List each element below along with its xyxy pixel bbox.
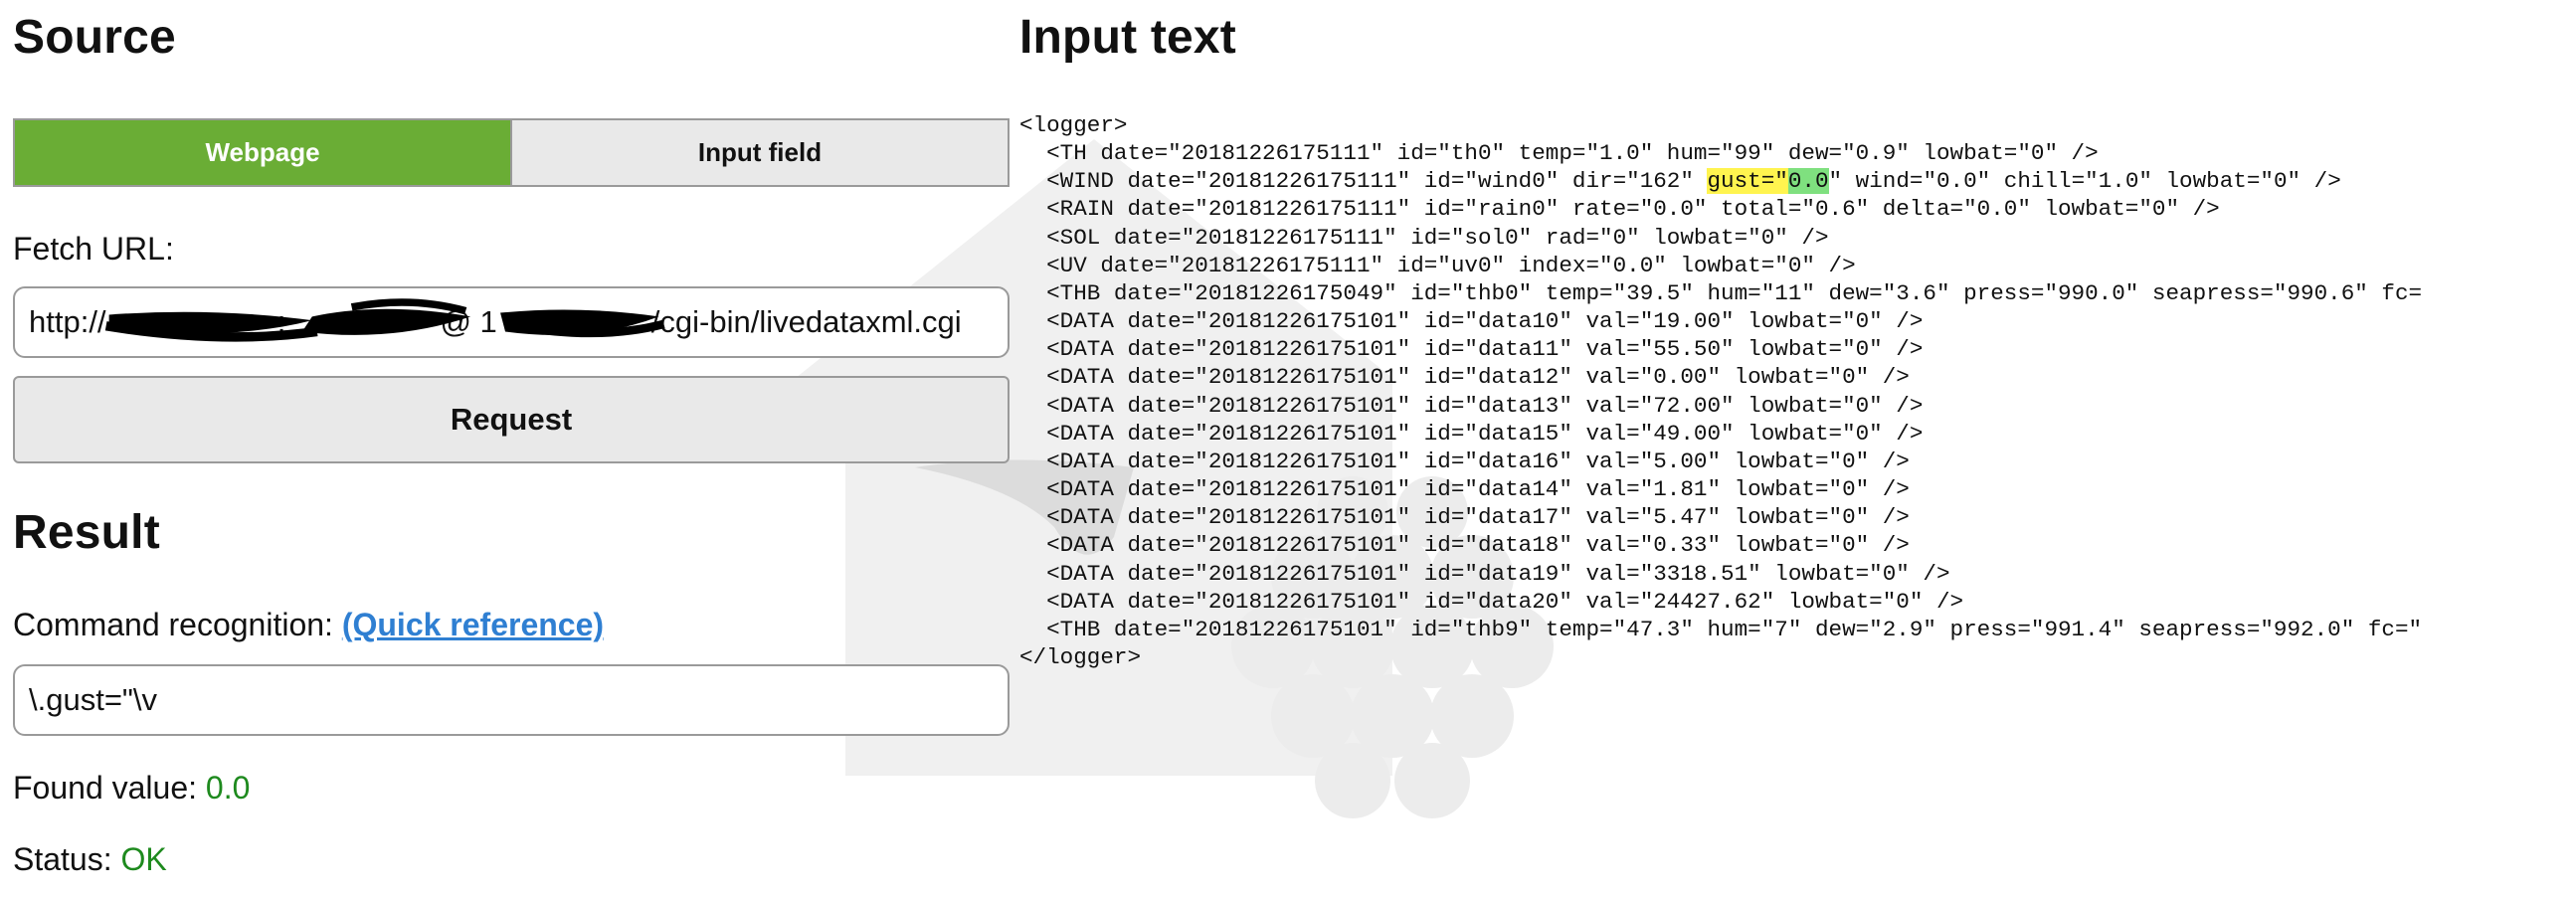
code-line: <DATA date="20181226175101" id="data12" … [1019,364,1910,391]
code-line: <DATA date="20181226175101" id="data19" … [1019,560,1950,587]
code-line: <SOL date="20181226175111" id="sol0" rad… [1019,224,1829,251]
status-label: Status: [13,841,112,877]
code-line: <logger> [1019,112,1128,138]
code-line: <DATA date="20181226175101" id="data18" … [1019,532,1910,559]
match-value-highlight: 0.0 [1787,168,1829,195]
status-value: OK [120,841,167,877]
input-text-heading: Input text [1019,11,1236,64]
code-line: <DATA date="20181226175101" id="data20" … [1019,588,1964,615]
command-input-value: \.gust="\v [29,682,158,717]
code-line-wind: <WIND date="20181226175111" id="wind0" d… [1019,168,2341,195]
tab-input-field[interactable]: Input field [510,120,1008,185]
code-line: <DATA date="20181226175101" id="data14" … [1019,476,1910,503]
code-line: </logger> [1019,643,1142,670]
input-text-content: <logger> <TH date="20181226175111" id="t… [1019,111,2422,671]
code-line-wind-end: " wind="0.0" chill="1.0" lowbat="0" /> [1828,168,2341,195]
code-line: <DATA date="20181226175101" id="data10" … [1019,308,1924,335]
result-heading: Result [13,506,160,559]
command-recognition-text: Command recognition: [13,607,333,642]
code-line: <DATA date="20181226175101" id="data17" … [1019,504,1910,531]
status-line: Status: OK [13,841,167,878]
fetch-url-label: Fetch URL: [13,231,174,267]
code-line: <RAIN date="20181226175111" id="rain0" r… [1019,196,2220,223]
code-line: <DATA date="20181226175101" id="data13" … [1019,392,1924,419]
command-input[interactable]: \.gust="\v [13,664,1010,736]
code-line: <DATA date="20181226175101" id="data16" … [1019,448,1910,474]
code-line: <TH date="20181226175111" id="th0" temp=… [1019,140,2099,167]
quick-reference-link[interactable]: (Quick reference) [341,607,605,642]
tab-webpage[interactable]: Webpage [15,120,510,185]
code-line: <UV date="20181226175111" id="uv0" index… [1019,252,1856,278]
code-line: <DATA date="20181226175101" id="data11" … [1019,336,1924,363]
match-highlight: gust=" [1707,168,1788,195]
code-line-wind-start: <WIND date="20181226175111" id="wind0" d… [1019,168,1708,195]
fetch-url-input[interactable]: http:// : @ 1 /cgi-bin/livedataxml.cgi [13,286,1010,358]
found-value-line: Found value: 0.0 [13,770,250,807]
code-line: <THB date="20181226175101" id="thb9" tem… [1019,616,2423,642]
found-value-label: Found value: [13,770,198,806]
fetch-url-value: http:// : @ 1 /cgi-bin/livedataxml.cgi [29,304,962,339]
source-heading: Source [13,11,176,64]
request-button[interactable]: Request [13,376,1010,463]
code-line: <THB date="20181226175049" id="thb0" tem… [1019,279,2423,306]
found-value: 0.0 [205,770,251,806]
source-tabs: Webpage Input field [13,118,1010,187]
code-line: <DATA date="20181226175101" id="data15" … [1019,420,1924,447]
command-recognition-label: Command recognition: (Quick reference) [13,607,604,643]
